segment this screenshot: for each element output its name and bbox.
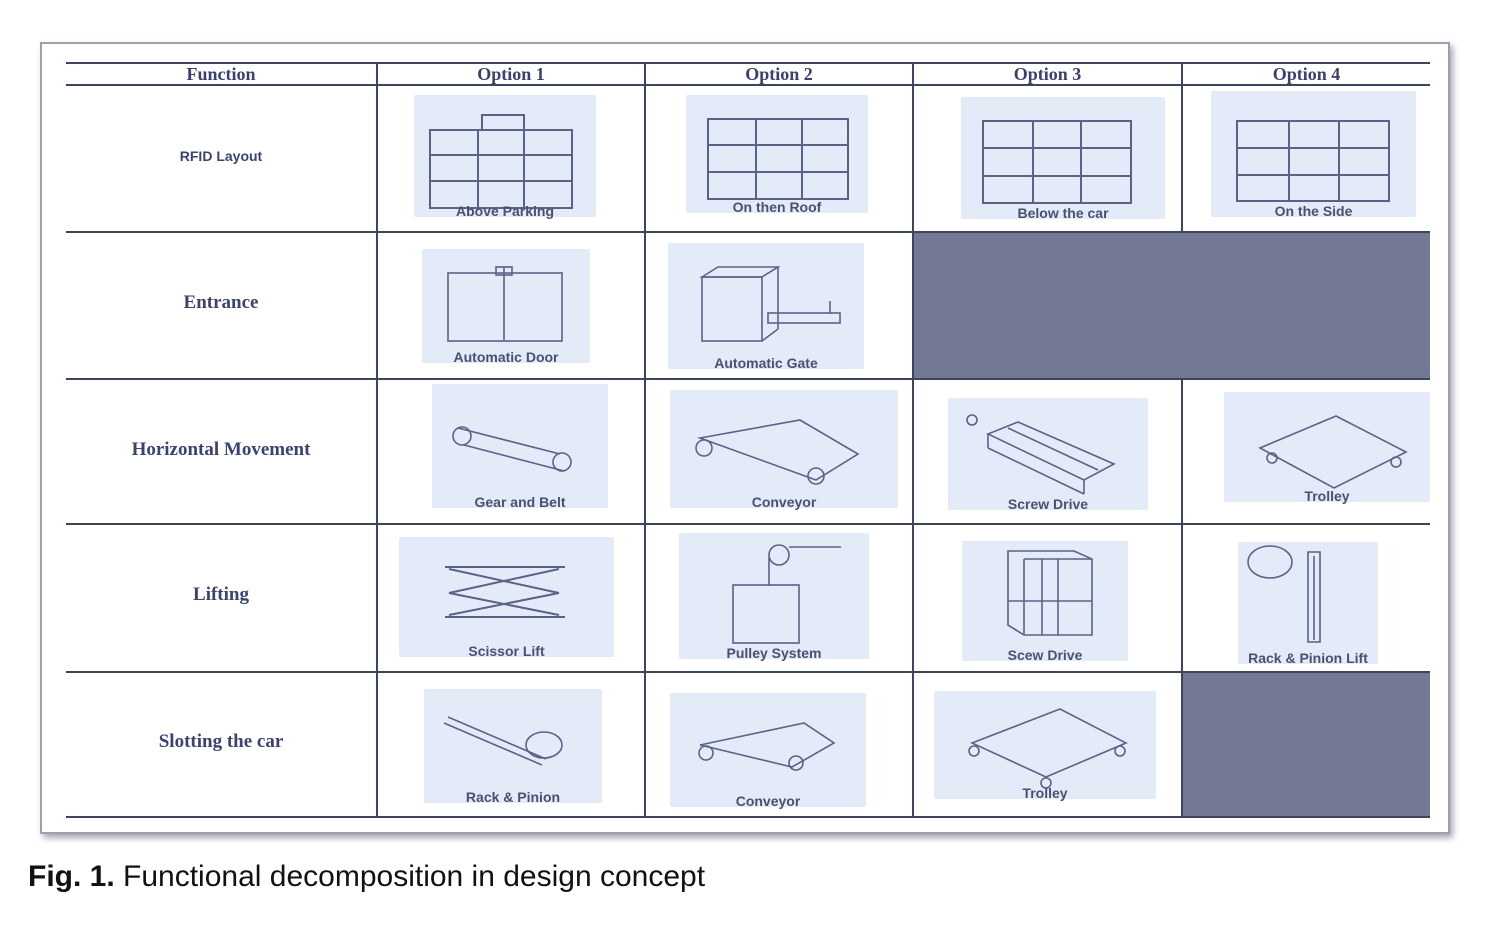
trolley-sketch-icon: [968, 708, 1128, 789]
grid-sketch-icon: [707, 118, 849, 200]
option-caption: Above Parking: [455, 203, 555, 219]
trolley-sketch-icon: [1258, 415, 1408, 489]
scissor-lift-sketch-icon: [445, 566, 565, 618]
column-rule: [912, 62, 914, 818]
table-rule: [66, 671, 1430, 673]
option-caption: Scissor Lift: [468, 643, 545, 659]
sketch-pulley-system: Pulley System: [679, 533, 869, 661]
screw-lift-sketch-icon: [1007, 550, 1093, 636]
sketch-scissor-lift: Scissor Lift: [399, 537, 614, 659]
option-caption: Conveyor: [735, 793, 801, 809]
option-caption: Below the car: [1017, 205, 1109, 221]
header-option-3: Option 3: [1013, 64, 1082, 84]
function-horizontal-movement: Horizontal Movement: [131, 439, 311, 460]
figure-frame: Function Option 1 Option 2 Option 3 Opti…: [40, 42, 1450, 834]
door-sketch-icon: [447, 266, 563, 342]
belt-sketch-icon: [452, 426, 572, 472]
grid-sketch-icon: [1236, 120, 1390, 202]
option-caption: Conveyor: [751, 494, 817, 510]
sketch-automatic-gate: Automatic Gate: [668, 243, 864, 371]
grid-sketch-icon: [982, 120, 1132, 204]
column-rule: [1181, 62, 1183, 818]
table-rule: [66, 62, 1430, 64]
sketch-conveyor: Conveyor: [670, 390, 898, 510]
figure-caption-text: Functional decomposition in design conce…: [123, 860, 706, 893]
sketch-on-the-side: On the Side: [1211, 91, 1416, 219]
conveyor-sketch-icon: [695, 419, 860, 485]
sketch-on-the-roof: On then Roof: [686, 95, 868, 215]
sketch-above-parking: Above Parking: [414, 95, 596, 219]
option-caption: Rack & Pinion: [465, 789, 561, 805]
option-caption: Screw Drive: [1007, 496, 1089, 512]
option-caption: Automatic Door: [453, 349, 559, 365]
sketch-gear-and-belt: Gear and Belt: [432, 384, 608, 510]
table-rule: [66, 84, 1430, 86]
option-caption: Rack & Pinion Lift: [1248, 650, 1368, 666]
table-rule: [66, 523, 1430, 525]
option-caption: On the Side: [1274, 203, 1353, 219]
table-rule: [66, 816, 1430, 818]
table-rule: [66, 378, 1430, 380]
figure-label: Fig. 1.: [28, 860, 115, 893]
function-slotting-the-car: Slotting the car: [158, 731, 284, 752]
option-caption: Pulley System: [726, 645, 822, 661]
option-caption: Trolley: [1022, 785, 1068, 801]
column-rule: [376, 62, 378, 818]
function-rfid-layout: RFID Layout: [179, 148, 263, 164]
sketch-screw-drive: Screw Drive: [948, 398, 1148, 512]
empty-cell: [914, 233, 1430, 378]
conveyor-sketch-icon: [698, 722, 836, 771]
option-caption: Automatic Gate: [714, 355, 818, 371]
header-function: Function: [186, 64, 256, 84]
figure-caption: Fig. 1. Functional decomposition in desi…: [28, 860, 705, 894]
sketch-automatic-door: Automatic Door: [422, 249, 590, 365]
function-entrance: Entrance: [183, 292, 259, 313]
column-rule: [644, 62, 646, 818]
sketch-below-the-car: Below the car: [961, 97, 1165, 221]
sketch-scew-drive: Scew Drive: [962, 541, 1128, 663]
sketch-trolley: Trolley: [1224, 392, 1430, 504]
sketch-rack-and-pinion: Rack & Pinion: [424, 689, 602, 805]
table-rule: [66, 231, 1430, 233]
gate-sketch-icon: [699, 266, 841, 342]
header-option-4: Option 4: [1272, 64, 1341, 84]
empty-cell: [1183, 673, 1430, 816]
rack-pinion-sketch-icon: [443, 716, 563, 766]
screw-drive-sketch-icon: [966, 414, 1116, 495]
option-caption: Trolley: [1304, 488, 1350, 504]
header-option-2: Option 2: [745, 64, 813, 84]
sketch-conveyor-slot: Conveyor: [670, 693, 866, 809]
header-option-1: Option 1: [477, 64, 545, 84]
rack-pinion-lift-sketch-icon: [1247, 545, 1321, 643]
sketch-trolley-slot: Trolley: [934, 691, 1156, 801]
option-caption: Gear and Belt: [474, 494, 566, 510]
option-caption: On then Roof: [732, 199, 822, 215]
option-caption: Scew Drive: [1007, 647, 1083, 663]
grid-sketch-icon: [429, 114, 573, 209]
sketch-rack-and-pinion-lift: Rack & Pinion Lift: [1238, 542, 1378, 666]
function-lifting: Lifting: [193, 584, 249, 605]
pulley-sketch-icon: [732, 544, 841, 644]
